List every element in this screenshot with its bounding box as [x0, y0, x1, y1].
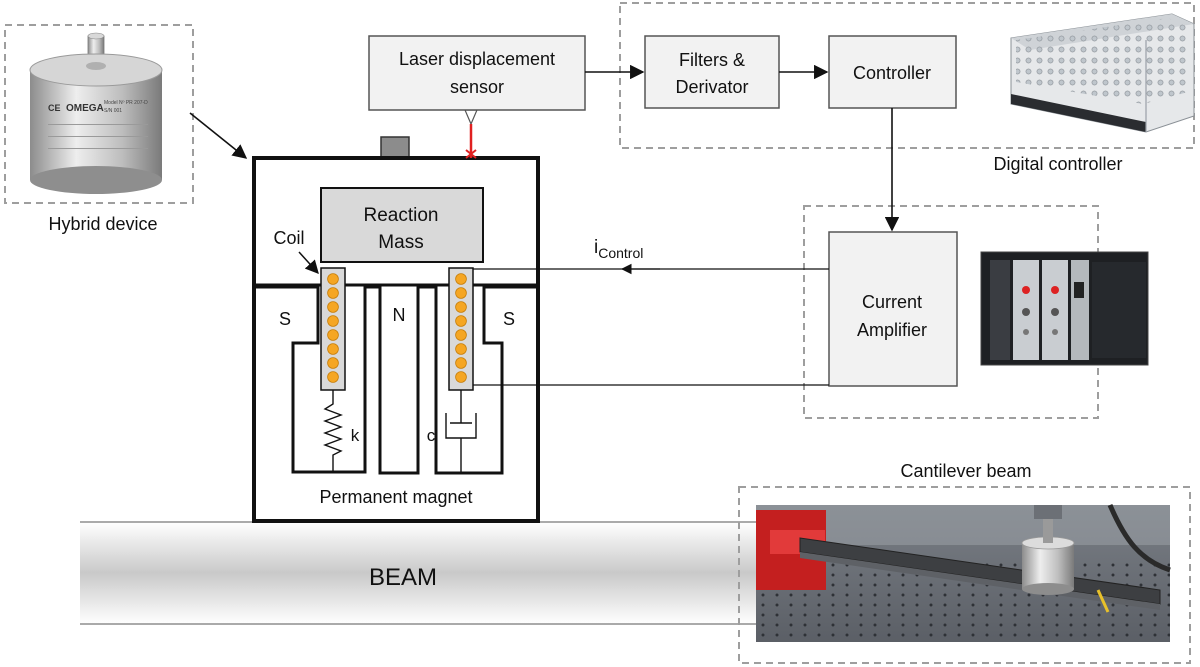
- laser-beam: [464, 109, 478, 159]
- damper-c: [445, 390, 477, 472]
- pole-s-right: S: [503, 309, 515, 329]
- device-schematic: Reaction Mass S N S Coil k c Permanent m…: [252, 136, 540, 523]
- reaction-mass-label-1: Reaction: [364, 205, 439, 226]
- controller-box: [828, 35, 957, 109]
- coil-label: Coil: [273, 228, 304, 248]
- digital-controller-photo: [1010, 13, 1195, 133]
- i-control-label: iControl: [594, 237, 643, 261]
- coil-winding: [327, 371, 339, 383]
- amplifier-box: [828, 231, 958, 387]
- amplifier-group: Current Amplifier: [803, 205, 1149, 419]
- cantilever-beam-photo: [756, 504, 1171, 642]
- amplifier-photo: [980, 251, 1149, 366]
- permanent-magnet-outline: [256, 285, 536, 475]
- coil-winding: [455, 287, 467, 299]
- reaction-mass: [320, 187, 484, 263]
- coil-winding: [455, 357, 467, 369]
- digital-controller-group: Filters & Derivator Controller Digital c…: [619, 2, 1195, 174]
- device-sn-text: S/N 001: [104, 108, 122, 114]
- coil-winding: [327, 273, 339, 285]
- laser-sensor-label-2: sensor: [450, 77, 504, 97]
- laser-sensor-box: [368, 35, 586, 111]
- hybrid-device-pointer-arrow: [189, 112, 248, 159]
- coil-winding: [327, 329, 339, 341]
- coil-winding: [327, 301, 339, 313]
- laser-spot-2: [465, 149, 477, 159]
- device-ce-text: CE: [48, 103, 61, 113]
- hybrid-device-photo: OMEGA CE Model Nº PR 207-D S/N 001: [29, 32, 163, 194]
- amplifier-label-1: Current: [862, 292, 922, 312]
- beam-label: BEAM: [369, 564, 437, 591]
- damper-c-label: c: [427, 426, 436, 445]
- hybrid-device-dashed-frame: [4, 24, 194, 204]
- coil-winding: [455, 273, 467, 285]
- filters-label-1: Filters &: [679, 50, 745, 70]
- coil-winding: [327, 357, 339, 369]
- laser-sensor-block: Laser displacement sensor: [368, 35, 586, 111]
- filters-box: [644, 35, 780, 109]
- beam: BEAM: [80, 521, 760, 625]
- beam-body: [80, 522, 760, 624]
- coil-winding: [327, 287, 339, 299]
- coil-winding: [455, 329, 467, 341]
- coil-winding: [455, 315, 467, 327]
- coil-winding: [455, 371, 467, 383]
- device-brand-text: OMEGA: [66, 103, 104, 114]
- coil-pointer-arrow: [298, 251, 319, 275]
- permanent-magnet-label: Permanent magnet: [319, 487, 472, 507]
- laser-emitter: [464, 109, 478, 126]
- hybrid-device-label: Hybrid device: [48, 214, 157, 234]
- coil-winding: [327, 315, 339, 327]
- filters-label-2: Derivator: [675, 77, 748, 97]
- spring-k: [323, 390, 343, 472]
- coil-winding: [455, 301, 467, 313]
- pole-n: N: [393, 305, 406, 325]
- hybrid-device-group: OMEGA CE Model Nº PR 207-D S/N 001 Hybri…: [4, 24, 248, 234]
- target-knob: [380, 136, 410, 159]
- reaction-mass-label-2: Mass: [378, 232, 423, 253]
- coil-winding: [455, 343, 467, 355]
- pole-s-left: S: [279, 309, 291, 329]
- coil-left: [320, 267, 346, 391]
- signal-lines: iControl: [473, 64, 900, 386]
- coil-winding: [327, 343, 339, 355]
- controller-label: Controller: [853, 63, 931, 83]
- spring-k-label: k: [351, 426, 360, 445]
- cantilever-dashed-frame: [738, 486, 1191, 664]
- cantilever-beam-group: Cantilever beam: [738, 461, 1191, 664]
- coil-right: [448, 267, 474, 391]
- amplifier-label-2: Amplifier: [857, 320, 927, 340]
- laser-sensor-label-1: Laser displacement: [399, 49, 555, 69]
- digital-controller-label: Digital controller: [993, 154, 1122, 174]
- cantilever-beam-label: Cantilever beam: [900, 461, 1031, 481]
- device-model-text: Model Nº PR 207-D: [104, 100, 148, 106]
